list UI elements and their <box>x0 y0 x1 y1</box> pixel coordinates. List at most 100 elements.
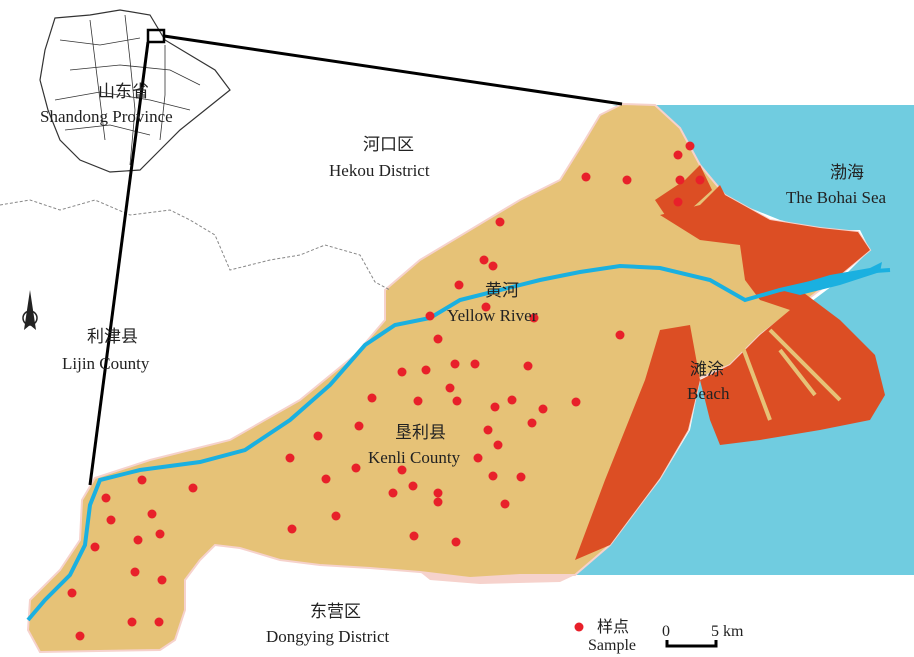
sample-point <box>67 588 77 598</box>
label-lijin-cn: 利津县 <box>87 327 138 347</box>
sample-point <box>433 334 443 344</box>
sample-point <box>529 313 539 323</box>
sample-point <box>90 542 100 552</box>
sample-point <box>454 280 464 290</box>
sample-point <box>313 431 323 441</box>
sample-point <box>321 474 331 484</box>
label-river-cn: 黄河 <box>485 281 519 301</box>
label-beach-cn: 滩涂 <box>690 360 724 380</box>
kenli-land <box>26 102 872 654</box>
sample-point <box>106 515 116 525</box>
sample-point <box>581 172 591 182</box>
label-hekou-cn: 河口区 <box>363 135 414 155</box>
sample-point <box>133 535 143 545</box>
locator-box <box>146 28 166 44</box>
label-kenli-en: Kenli County <box>368 448 461 467</box>
yellow-river-mouth <box>780 262 882 295</box>
sample-point <box>695 175 705 185</box>
legend-sample-marker <box>574 622 584 632</box>
yellow-river <box>26 263 891 622</box>
sample-point <box>571 397 581 407</box>
label-province-cn: 山东省 <box>98 82 149 102</box>
label-bohai-cn: 渤海 <box>830 163 864 183</box>
sample-point <box>527 418 537 428</box>
label-dongying-cn: 东营区 <box>310 602 361 622</box>
label-province-en: Shandong Province <box>40 107 173 126</box>
sample-point <box>433 497 443 507</box>
sample-point <box>397 465 407 475</box>
sample-point <box>523 361 533 371</box>
sample-point <box>130 567 140 577</box>
sample-point <box>147 509 157 519</box>
zoom-line-top <box>163 34 623 106</box>
southern-border-strip <box>420 572 575 584</box>
sample-point <box>101 493 111 503</box>
sample-point <box>354 421 364 431</box>
label-bohai-en: The Bohai Sea <box>786 188 887 207</box>
sample-point <box>421 365 431 375</box>
sample-point <box>331 511 341 521</box>
sample-point <box>488 471 498 481</box>
label-hekou-en: Hekou District <box>329 161 430 180</box>
sample-point <box>367 393 377 403</box>
north-arrow-icon <box>22 290 38 330</box>
sample-point <box>137 475 147 485</box>
sample-points <box>67 141 705 641</box>
sample-point <box>425 311 435 321</box>
sample-point <box>516 472 526 482</box>
sample-point <box>155 529 165 539</box>
label-beach-en: Beach <box>687 384 730 403</box>
sample-point <box>622 175 632 185</box>
legend: 样点 Sample <box>574 617 636 654</box>
sample-point <box>470 359 480 369</box>
sample-point <box>157 575 167 585</box>
beach-east <box>660 185 885 445</box>
sample-point <box>285 453 295 463</box>
sample-point <box>673 197 683 207</box>
scale-five: 5 km <box>711 623 744 640</box>
scale-zero: 0 <box>662 623 670 640</box>
sample-point <box>75 631 85 641</box>
sample-point <box>507 395 517 405</box>
sample-point <box>685 141 695 151</box>
sample-point <box>351 463 361 473</box>
sample-point <box>493 440 503 450</box>
label-river-en: Yellow River <box>447 306 538 325</box>
sample-point <box>452 396 462 406</box>
sample-point <box>673 150 683 160</box>
sample-point <box>409 531 419 541</box>
sample-point <box>450 359 460 369</box>
sample-point <box>500 499 510 509</box>
sample-point <box>413 396 423 406</box>
sample-point <box>490 402 500 412</box>
sample-point <box>495 217 505 227</box>
sample-point <box>473 453 483 463</box>
hekou-boundary <box>0 199 391 291</box>
bohai-sea <box>575 105 914 575</box>
sample-point <box>397 367 407 377</box>
sample-point <box>445 383 455 393</box>
sample-point <box>488 261 498 271</box>
sample-point <box>388 488 398 498</box>
sample-point <box>188 483 198 493</box>
legend-sample-cn: 样点 <box>597 617 629 636</box>
sample-point <box>481 302 491 312</box>
beach-south <box>575 325 700 560</box>
sample-point <box>154 617 164 627</box>
sample-point <box>538 404 548 414</box>
label-lijin-en: Lijin County <box>62 354 150 373</box>
label-dongying-en: Dongying District <box>266 627 390 646</box>
sample-point <box>451 537 461 547</box>
sample-point <box>433 488 443 498</box>
sample-point <box>479 255 489 265</box>
sample-point <box>127 617 137 627</box>
legend-sample-en: Sample <box>588 637 636 654</box>
zoom-line-left <box>88 41 150 486</box>
label-kenli-cn: 垦利县 <box>395 423 446 443</box>
sample-point <box>408 481 418 491</box>
beach-channels <box>738 328 842 421</box>
sample-point <box>615 330 625 340</box>
sample-point <box>675 175 685 185</box>
